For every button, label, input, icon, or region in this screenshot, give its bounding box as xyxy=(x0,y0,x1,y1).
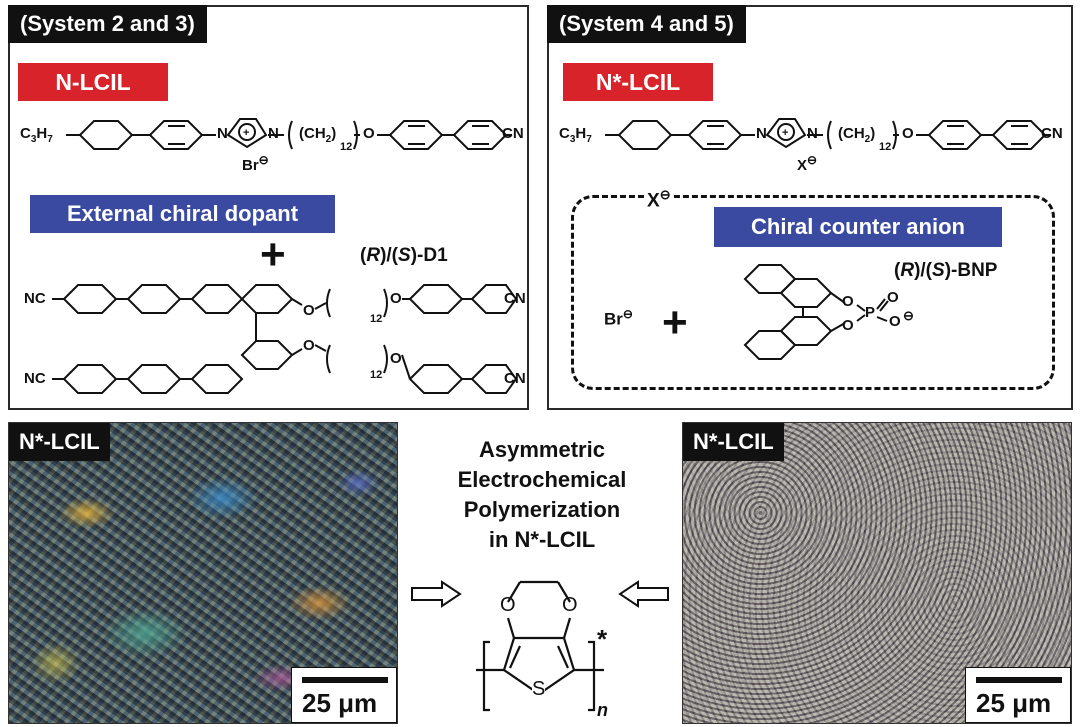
scale-bar-right: 25 μm xyxy=(965,667,1071,723)
spacer-n-12-right: 12 xyxy=(879,141,892,153)
d1-structure xyxy=(52,284,518,394)
cyano-end-right: CN xyxy=(1041,125,1063,142)
c3h7-sub7-right: 7 xyxy=(586,134,592,145)
imidazolium-n2: N xyxy=(268,125,279,142)
process-title-line-1: Asymmetric xyxy=(479,437,605,462)
imidazolium-n1: N xyxy=(217,125,228,142)
d1-nc-bottom: NC xyxy=(24,370,46,387)
c3h7-label: C3H7 xyxy=(20,125,53,145)
ether-o: O xyxy=(363,125,375,142)
d1-o-bottom: O xyxy=(303,337,315,354)
br-anion-br: Br xyxy=(604,309,623,329)
bnp-suffix: -BNP xyxy=(951,260,998,281)
micrograph-right-tag: N*-LCIL xyxy=(683,423,784,461)
scale-bar-left: 25 μm xyxy=(291,667,397,723)
micrograph-left: N*-LCIL 25 μm xyxy=(8,422,398,724)
cyano-end: CN xyxy=(502,125,524,142)
bnp-s: S xyxy=(932,260,945,281)
scale-bar-right-line xyxy=(976,677,1062,683)
d1-n-bottom: 12 xyxy=(370,369,383,381)
n-lcil-structure: + xyxy=(66,118,512,150)
bnp-r: R xyxy=(900,260,915,281)
bnp-o3: O xyxy=(887,289,899,306)
ch2-label-right: (CH2) xyxy=(838,125,876,145)
pedot-structure xyxy=(476,580,604,712)
bnp-p: P xyxy=(865,304,876,321)
br-anion-charge: ⊖ xyxy=(622,307,633,321)
system-4-5-header: (System 4 and 5) xyxy=(547,5,746,43)
x-anion-charge: ⊖ xyxy=(659,187,671,202)
bnp-o4: O xyxy=(889,313,901,330)
x-counter-top: X⊖ xyxy=(797,153,817,174)
c3h7-h-right: H xyxy=(575,125,587,142)
process-title-line-4: in N*-LCIL xyxy=(488,527,596,552)
scale-bar-right-label: 25 μm xyxy=(976,688,1052,718)
n-star-lcil-tag: N*-LCIL xyxy=(563,63,713,101)
pedot-star: * xyxy=(597,624,608,654)
x-counter-label: X xyxy=(797,157,808,174)
d1-cn-top: CN xyxy=(504,290,526,307)
d1-label: (R)/(S)-D1 xyxy=(360,245,448,266)
micrograph-left-tag: N*-LCIL xyxy=(9,423,110,461)
br-anion-label: Br⊖ xyxy=(604,307,633,330)
d1-nc-top: NC xyxy=(24,290,46,307)
x-anion-label: X⊖ xyxy=(645,187,673,213)
ether-o-right: O xyxy=(902,125,914,142)
d1-r: R xyxy=(366,245,381,266)
system-4-5-panel: (System 4 and 5) N*-LCIL + xyxy=(547,5,1073,410)
bnp-o2: O xyxy=(842,317,854,334)
c3h7-c: C xyxy=(20,125,31,142)
arrow-right-icon xyxy=(411,580,462,608)
bromide-counter: Br⊖ xyxy=(242,153,269,174)
process-title: Asymmetric Electrochemical Polymerizatio… xyxy=(420,435,664,555)
x-anion-x: X xyxy=(647,190,660,212)
d1-cn-bottom: CN xyxy=(504,370,526,387)
c3h7-sub3: 3 xyxy=(30,134,37,145)
scale-bar-left-line xyxy=(302,677,388,683)
bnp-label: (R)/(S)-BNP xyxy=(894,260,998,281)
ch2-label: (CH2) xyxy=(299,125,337,145)
micrograph-right: N*-LCIL 25 μm xyxy=(682,422,1072,724)
c3h7-sub7: 7 xyxy=(47,134,53,145)
d1-o-bottom2: O xyxy=(390,350,402,367)
d1-o-top2: O xyxy=(390,290,402,307)
bnp-charge: ⊖ xyxy=(903,308,914,323)
plus-sign-right: + xyxy=(662,298,688,347)
plus-sign-left: + xyxy=(260,230,286,279)
c3h7-h: H xyxy=(36,125,48,142)
n-star-lcil-structure: + xyxy=(605,118,1051,150)
pedot-s: S xyxy=(532,678,546,701)
imidazolium-n1-right: N xyxy=(756,125,767,142)
c3h7-label-right: C3H7 xyxy=(559,125,592,145)
pedot-n: n xyxy=(597,700,608,720)
bnp-structure xyxy=(743,264,889,360)
svg-text:+: + xyxy=(782,127,788,139)
external-chiral-dopant-tag: External chiral dopant xyxy=(30,195,335,233)
pedot-o-right: O xyxy=(562,594,578,616)
process-title-line-3: Polymerization xyxy=(463,497,621,522)
c3h7-c-right: C xyxy=(559,125,570,142)
anion-dashed-box xyxy=(571,195,1055,390)
c3h7-sub3-right: 3 xyxy=(569,134,576,145)
spacer-n-12: 12 xyxy=(340,141,353,153)
d1-suffix: -D1 xyxy=(417,245,448,266)
x-counter-charge: ⊖ xyxy=(807,153,818,167)
arrow-left-icon xyxy=(618,580,669,608)
d1-o-top: O xyxy=(303,302,315,319)
bromide-label: Br xyxy=(242,157,259,174)
chiral-counter-anion-tag: Chiral counter anion xyxy=(714,207,1002,247)
n-lcil-tag: N-LCIL xyxy=(18,63,168,101)
scale-bar-left-label: 25 μm xyxy=(302,688,378,718)
bnp-o1: O xyxy=(842,293,854,310)
d1-n-top: 12 xyxy=(370,313,383,325)
svg-text:+: + xyxy=(243,127,249,139)
pedot-o-left: O xyxy=(500,594,516,616)
system-2-3-header: (System 2 and 3) xyxy=(8,5,207,43)
process-title-line-2: Electrochemical xyxy=(457,467,627,492)
bromide-charge: ⊖ xyxy=(258,153,269,167)
system-2-3-panel: (System 2 and 3) N-LCIL xyxy=(8,5,529,410)
d1-s: S xyxy=(398,245,411,266)
imidazolium-n2-right: N xyxy=(807,125,818,142)
